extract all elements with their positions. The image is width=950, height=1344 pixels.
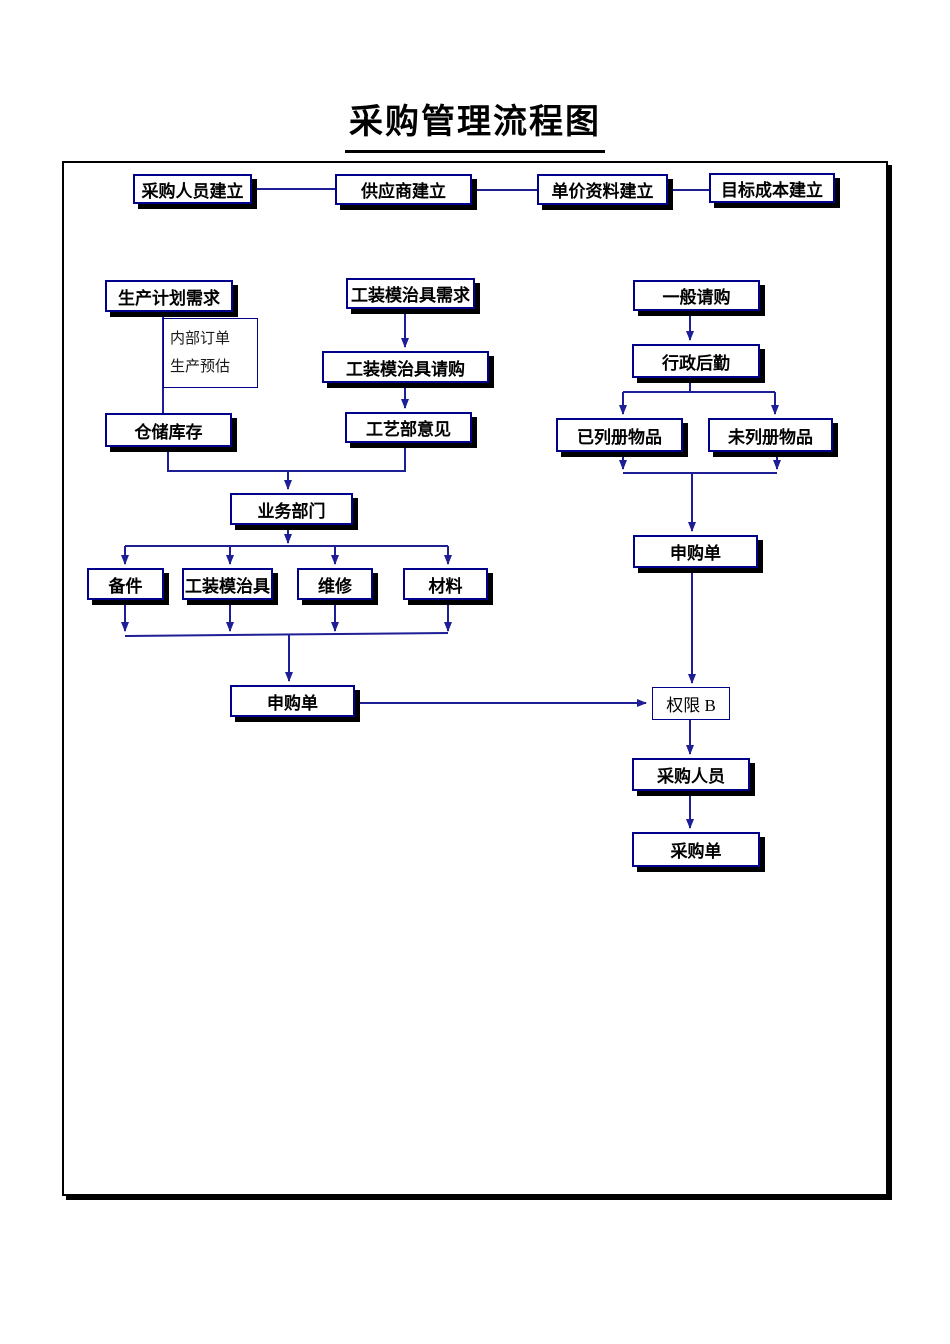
node-spare-parts: 备件 (87, 568, 164, 600)
note-box: 内部订单 生产预估 (163, 318, 258, 388)
node-business-dept: 业务部门 (230, 493, 353, 525)
node-authority-b: 权限 B (652, 687, 730, 720)
node-unit-price-setup: 单价资料建立 (537, 174, 668, 205)
diagram-frame (62, 161, 888, 1196)
node-materials: 材料 (403, 568, 488, 600)
title-wrap: 采购管理流程图 (0, 94, 950, 153)
node-craft-dept-opinion: 工艺部意见 (345, 412, 472, 443)
node-purchase-request-left: 申购单 (230, 685, 355, 717)
note-line-1: 内部订单 (170, 331, 231, 347)
node-listed-items: 已列册物品 (556, 418, 683, 452)
node-purchase-order: 采购单 (632, 832, 760, 867)
node-unlisted-items: 未列册物品 (708, 418, 833, 452)
node-warehouse-stock: 仓储库存 (105, 413, 232, 447)
node-production-plan-demand: 生产计划需求 (105, 280, 233, 312)
node-purchase-request-right: 申购单 (633, 535, 758, 568)
note-line-2: 生产预估 (170, 359, 231, 375)
node-tooling-category: 工装模治具 (182, 568, 273, 600)
node-maintenance: 维修 (297, 568, 373, 600)
node-tooling-request: 工装模治具请购 (322, 351, 489, 383)
node-target-cost-setup: 目标成本建立 (709, 173, 835, 203)
node-purchasing-staff: 采购人员 (632, 758, 750, 791)
node-tooling-demand: 工装模治具需求 (346, 278, 475, 309)
page-title: 采购管理流程图 (345, 94, 605, 153)
node-supplier-setup: 供应商建立 (335, 174, 472, 205)
node-purchaser-setup: 采购人员建立 (133, 174, 252, 204)
node-general-request: 一般请购 (633, 280, 760, 311)
node-admin-logistics: 行政后勤 (632, 344, 760, 378)
